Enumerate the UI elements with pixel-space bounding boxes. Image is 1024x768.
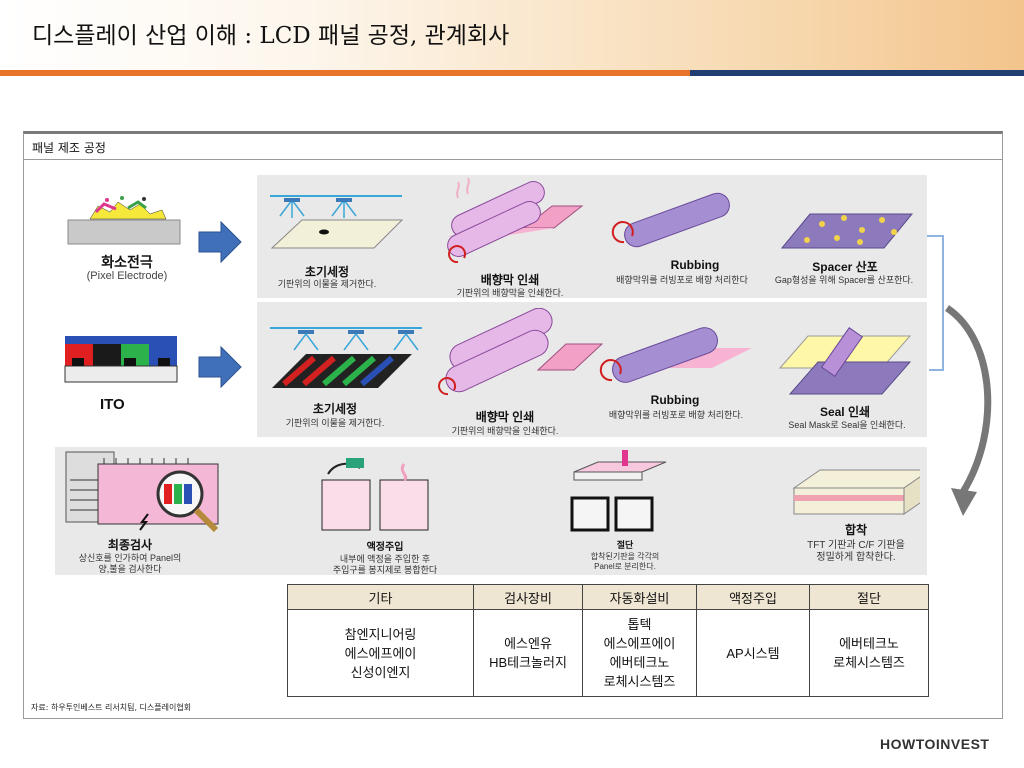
row3-illustrations	[65, 450, 920, 532]
howtoinvest-logo: HOWTOINVEST	[880, 736, 990, 752]
row3-step4-title: 합착	[844, 523, 868, 537]
row2-step3-desc: 배향막위를 러빙포로 배향 처리한다.	[608, 410, 744, 420]
column-header: 절단	[809, 584, 929, 610]
column-header: 검사장비	[473, 584, 583, 610]
row2-step1-title: 초기세정	[312, 402, 358, 416]
row1-step4-title: Spacer 산포	[812, 260, 878, 274]
row2-illustrations	[270, 308, 912, 396]
table-cell: 에버테크노 로체시스템즈	[809, 609, 929, 697]
header-navy-bar	[690, 70, 1024, 76]
row2-step4-title: Seal 인쇄	[819, 405, 871, 419]
table-row: 참엔지니어링 에스에프에이 신성이엔지 에스엔유 HB테크놀러지 톱텍 에스에프…	[287, 609, 929, 697]
header-orange-bar	[0, 70, 690, 76]
company-name: 로체시스템즈	[603, 674, 676, 689]
row3-step2-desc2: 주입구를 봉지제로 봉합한다	[332, 565, 438, 575]
row3-step2-desc1: 내부에 액정을 주입한 후	[339, 554, 431, 564]
header-banner	[0, 0, 1024, 70]
row2-left-title: ITO	[100, 396, 125, 413]
row2-step4-desc: Seal Mask로 Seal을 인쇄한다.	[788, 420, 906, 430]
table-cell: AP시스템	[696, 609, 810, 697]
ito-illustration	[64, 336, 178, 383]
company-name: 참엔지니어링	[344, 626, 417, 642]
table-header-row: 기타 검사장비 자동화설비 액정주입 절단	[287, 584, 929, 610]
row3-step4-desc1: TFT 기판과 C/F 기판을	[807, 540, 905, 551]
company-name: 에스엔유	[504, 636, 552, 651]
company-name: 에버테크노	[609, 655, 670, 670]
arrow-right-icon	[198, 220, 242, 264]
row2-step3-title: Rubbing	[650, 393, 700, 407]
pixel-electrode-illustration	[67, 196, 181, 245]
row3-step3-title: 절단	[616, 540, 634, 550]
process-frame	[23, 131, 1003, 719]
company-name: 신성이엔지	[350, 664, 411, 680]
company-name: 톱텍	[627, 617, 652, 632]
page-title: 디스플레이 산업 이해 : LCD 패널 공정, 관계회사	[32, 23, 510, 49]
section-title: 패널 제조 공정	[32, 141, 106, 155]
row3-step2-title: 액정주입	[366, 542, 404, 553]
company-name: 로체시스템즈	[833, 655, 905, 670]
row1-step3-desc: 배향막위를 러빙포로 배향 처리한다	[616, 275, 748, 285]
row1-step4-desc: Gap형성을 위해 Spacer를 산포한다.	[774, 275, 914, 285]
column-header: 자동화설비	[582, 584, 697, 610]
row3-step3-desc2: Panel로 분리한다.	[594, 562, 656, 571]
row1-step2-title: 배향막 인쇄	[480, 273, 540, 287]
suppliers-table: 기타 검사장비 자동화설비 액정주입 절단 참엔지니어링 에스에프에이 신성이엔…	[287, 584, 929, 697]
row1-step2-desc: 기판위의 배향막을 인쇄한다.	[456, 288, 564, 298]
source-note: 자료: 하우투인베스트 리서치팀, 디스플레이협회	[31, 703, 192, 712]
row3-step1-desc1: 상신호를 인가하여 Panel의	[78, 553, 182, 563]
row3-step4-desc2: 정밀하게 합착한다.	[816, 552, 896, 563]
row1-step3-title: Rubbing	[670, 258, 720, 272]
row1-left-subtitle: (Pixel Electrode)	[86, 270, 168, 282]
row2-step2-desc: 기판위의 배향막을 인쇄한다.	[451, 426, 559, 436]
row1-step1-desc: 기판위의 이물을 제거한다.	[277, 279, 377, 289]
company-name: 에버테크노	[839, 636, 899, 651]
column-header: 액정주입	[696, 584, 810, 610]
column-header: 기타	[287, 584, 474, 610]
arrow-right-icon	[198, 345, 242, 389]
row1-step1-title: 초기세정	[304, 265, 350, 279]
company-name: 에스에프에이	[344, 645, 417, 661]
frame-divider	[24, 159, 1002, 160]
flow-curved-arrow	[927, 235, 992, 516]
company-name: AP시스템	[726, 645, 780, 661]
table-cell: 톱텍 에스에프에이 에버테크노 로체시스템즈	[582, 609, 697, 697]
row2-step2-title: 배향막 인쇄	[475, 410, 535, 424]
row1-left-title: 화소전극	[101, 254, 153, 270]
company-name: 에스에프에이	[603, 636, 676, 651]
row2-step1-desc: 기판위의 이물을 제거한다.	[285, 418, 385, 428]
table-cell: 에스엔유 HB테크놀러지	[473, 609, 583, 697]
row3-step1-desc2: 양,불을 검사한다	[98, 564, 162, 574]
row3-step3-desc1: 합착된기판을 각각의	[590, 552, 660, 561]
row3-step1-title: 최종검사	[107, 538, 153, 552]
company-name: HB테크놀러지	[489, 655, 567, 670]
table-cell: 참엔지니어링 에스에프에이 신성이엔지	[287, 609, 474, 697]
row1-illustrations	[270, 178, 914, 263]
